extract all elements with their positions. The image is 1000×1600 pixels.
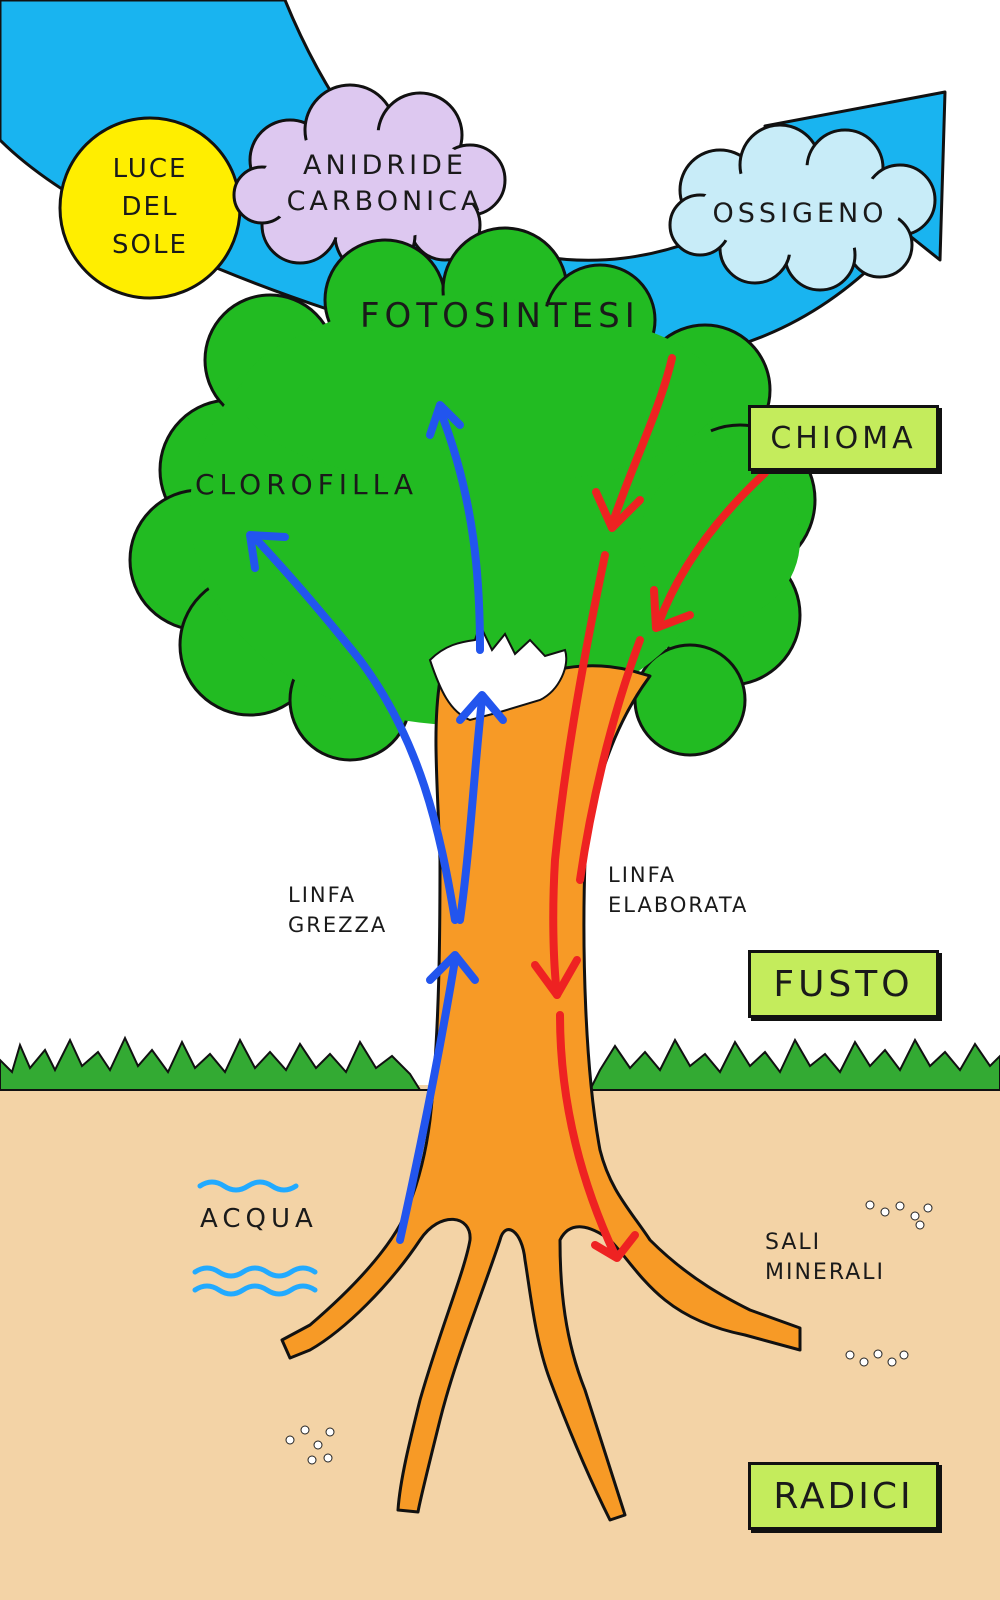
mineral-dots: [285, 1200, 933, 1465]
processed-sap-arrows: [531, 354, 769, 1262]
photosynthesis-label: Fotosintesi: [360, 296, 640, 336]
sun-label: Luce del Sole: [112, 154, 188, 260]
trunk-box: Fusto: [748, 950, 939, 1018]
water-label: Acqua: [200, 1204, 318, 1234]
raw-sap-label: Linfa grezza: [288, 883, 388, 937]
crown-box: Chioma: [748, 405, 939, 471]
trunk: [280, 664, 802, 1522]
raw-sap-arrows: [246, 401, 507, 1244]
chlorophyll-label: Clorofilla: [195, 468, 419, 501]
foliage-gap: [428, 622, 568, 722]
processed-sap-label: Linfa elaborata: [608, 863, 749, 917]
minerals-label: Sali minerali: [765, 1230, 886, 1285]
grass: [0, 1035, 1000, 1091]
roots-box: Radici: [748, 1462, 939, 1530]
oxygen-label: Ossigeno: [712, 198, 888, 229]
co2-label: Anidride carbonica: [286, 150, 484, 217]
water-waves: [192, 1179, 318, 1297]
